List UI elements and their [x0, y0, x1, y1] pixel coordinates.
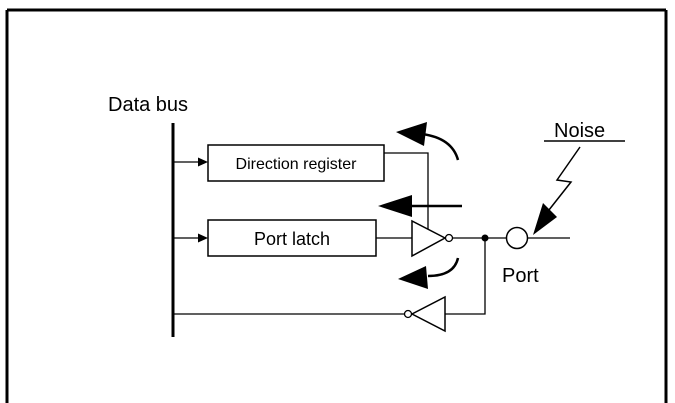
straight-arrow-middle-icon: [378, 195, 462, 217]
bus-to-direction-register-arrow: [173, 157, 208, 167]
direction-register-box: Direction register: [207, 144, 385, 182]
lightning-arrow-icon: [533, 146, 581, 235]
port-label: Port: [502, 265, 539, 287]
output-buffer-icon: [411, 219, 454, 258]
input-buffer-icon: [403, 295, 446, 333]
input-feedback-line: [445, 238, 486, 315]
curved-arrow-bottom-icon: [398, 257, 460, 289]
data-bus-label: Data bus: [108, 94, 188, 116]
curved-arrow-top-icon: [396, 122, 460, 161]
circle-terminal-icon: [505, 226, 529, 250]
direction-register-label: Direction register: [236, 156, 358, 173]
frame-border: [5, 8, 668, 403]
port-latch-label: Port latch: [254, 229, 330, 249]
port-latch-box: Port latch: [207, 219, 377, 257]
noise-label: Noise: [554, 120, 605, 142]
enable-control-line: [384, 152, 429, 233]
bus-to-port-latch-arrow: [173, 233, 208, 243]
